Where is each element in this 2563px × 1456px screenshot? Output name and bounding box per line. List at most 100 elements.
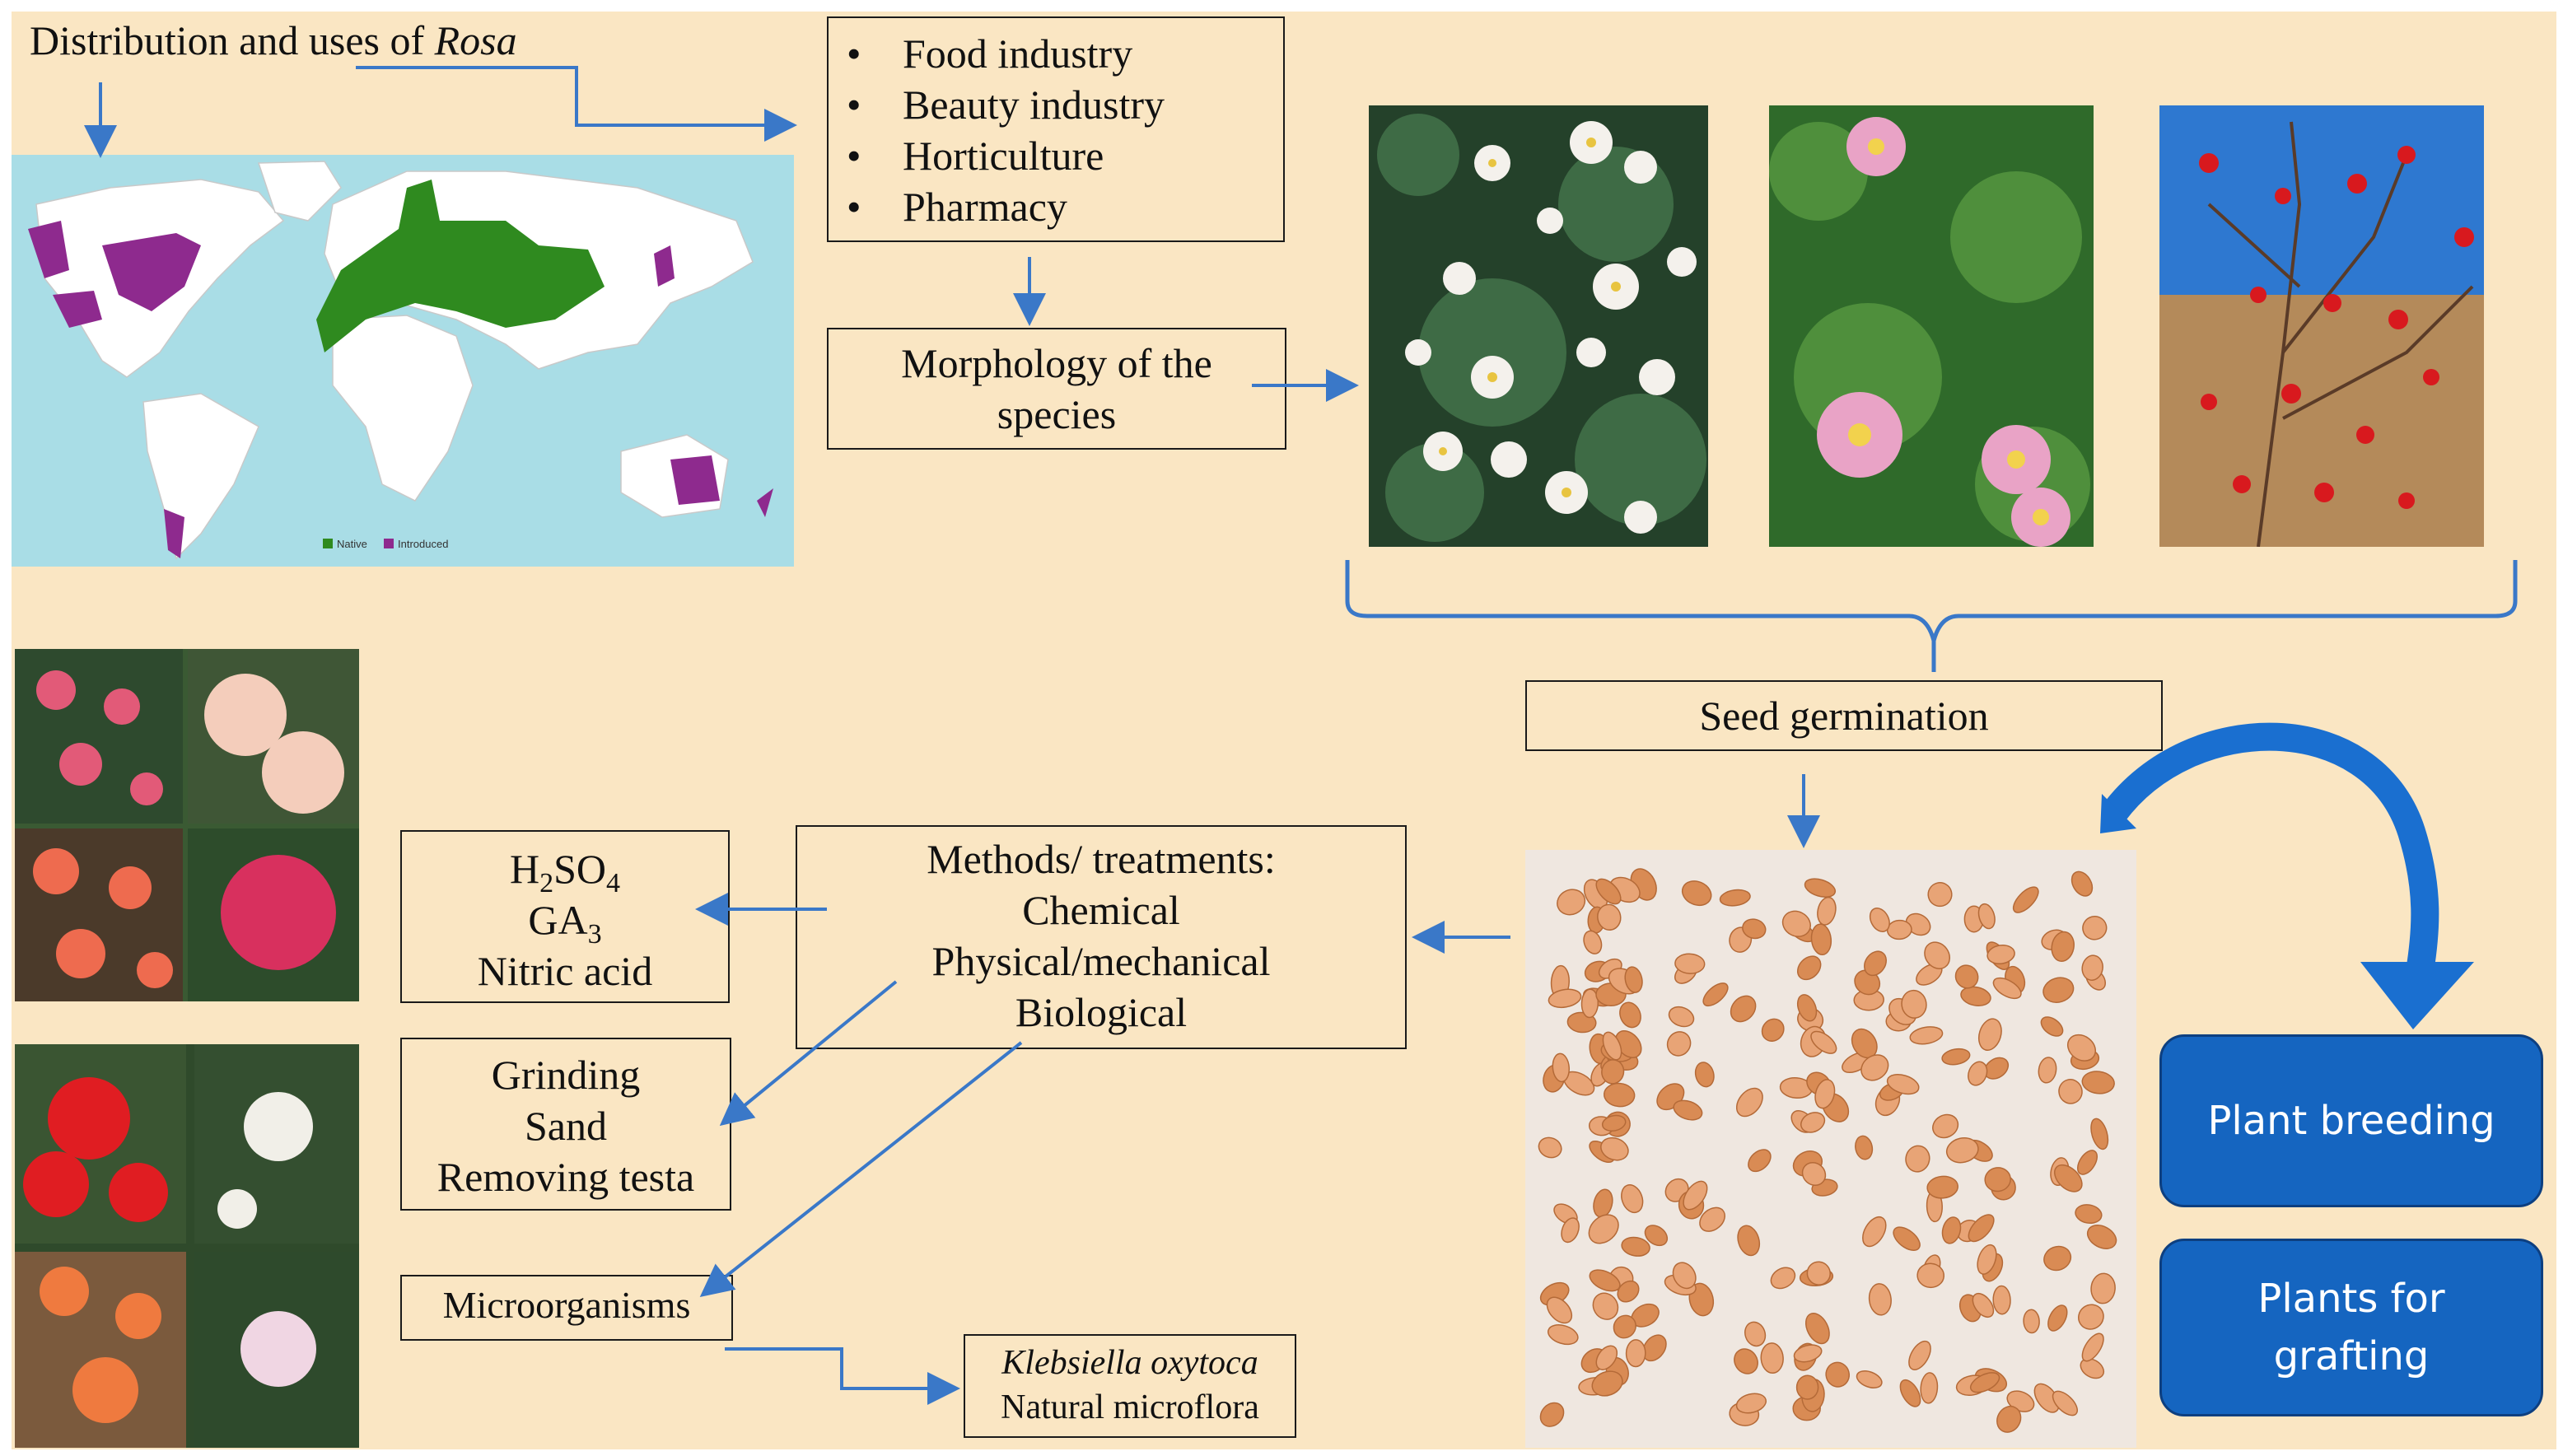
seed (1795, 1374, 1819, 1400)
natural-microflora-label: Natural microflora (1001, 1388, 1259, 1426)
seed (1668, 1006, 1695, 1028)
uses-list: Food industry Beauty industry Horticultu… (829, 28, 1283, 232)
method-chemical: Chemical (1022, 887, 1180, 933)
seed (1804, 878, 1837, 898)
svg-text:Introduced: Introduced (398, 538, 448, 550)
seed (1960, 986, 1991, 1006)
morphology-line: Morphology of the (901, 340, 1212, 386)
seed (1592, 1292, 1619, 1320)
seed (1539, 1402, 1565, 1427)
seed (1977, 1018, 2002, 1051)
arrow-methods-to-microorganisms (699, 1041, 1023, 1297)
methods-box: Methods/ treatments: Chemical Physical/m… (796, 825, 1407, 1049)
seed (1927, 882, 1953, 908)
seed (2023, 1309, 2040, 1334)
grinding-label: Grinding (491, 1052, 641, 1098)
seed (1954, 964, 1979, 989)
seed (1619, 1001, 1641, 1029)
seed (2081, 1071, 2115, 1094)
seed (1699, 1206, 1726, 1232)
seed (1621, 1236, 1650, 1257)
svg-text:Native: Native (337, 538, 367, 550)
seed (1800, 1112, 1826, 1133)
seed (1801, 1161, 1827, 1187)
seed (2082, 916, 2108, 940)
seed (2042, 977, 2075, 1003)
seed (1941, 1216, 1962, 1244)
seed (1825, 1361, 1851, 1388)
seed (1642, 1334, 1667, 1362)
seed (1744, 1321, 1767, 1347)
seed (1969, 1372, 2000, 1393)
photos-brace (1345, 560, 2518, 649)
seed (1920, 1372, 1939, 1404)
arrow-title-to-uses (356, 66, 797, 142)
seed (2053, 1164, 2083, 1192)
photo-grid-top (15, 649, 359, 1001)
seed (1901, 989, 1927, 1019)
seed (1869, 908, 1890, 932)
seed (1583, 930, 1603, 954)
seed (1557, 889, 1586, 916)
use-item: Beauty industry (829, 79, 1283, 130)
h2so4-label: H2SO4 (509, 846, 621, 898)
seed (1924, 941, 1951, 970)
seed (1735, 1087, 1763, 1118)
photo-seeds (1525, 850, 2136, 1448)
seed (1666, 1031, 1692, 1057)
seed (1674, 953, 1706, 974)
seed (2040, 1016, 2064, 1037)
seed (1600, 1136, 1629, 1161)
seed (1860, 1054, 1889, 1081)
photo-grid-bottom (15, 1044, 359, 1448)
seed (1932, 1113, 1959, 1139)
seed (1992, 1285, 2011, 1315)
seed (1996, 1405, 2022, 1433)
figure-title: Distribution and uses of Rosa (30, 17, 517, 63)
seed (1977, 1244, 1997, 1275)
seed (1945, 1136, 1979, 1164)
seed (1810, 1030, 1837, 1054)
seed (1986, 944, 2015, 965)
map-legend: Native Introduced (323, 538, 448, 550)
morphology-box: Morphology of the species (827, 328, 1286, 450)
seed (1548, 988, 1582, 1009)
sand-label: Sand (525, 1103, 607, 1149)
seed (1625, 1339, 1646, 1368)
seed (1617, 1280, 1640, 1303)
seed (1893, 1226, 1921, 1251)
seed (1796, 955, 1822, 981)
seed (1603, 1082, 1636, 1108)
seed (1734, 1348, 1758, 1374)
method-biological: Biological (1015, 989, 1188, 1035)
ga3-label: GA3 (528, 897, 602, 950)
seed (1905, 912, 1931, 936)
seed (1814, 1079, 1836, 1109)
seed (1742, 918, 1767, 940)
removing-testa-label: Removing testa (437, 1154, 695, 1200)
use-item: Food industry (829, 28, 1283, 79)
method-physical: Physical/mechanical (931, 938, 1271, 984)
seed (1864, 950, 1887, 977)
seed (1804, 1313, 1830, 1345)
seed (1810, 923, 1832, 955)
use-item: Horticulture (829, 130, 1283, 181)
seed (2038, 1057, 2057, 1084)
plants-for-grafting-box: Plants for grafting (2159, 1239, 2543, 1416)
methods-heading: Methods/ treatments: (927, 836, 1276, 882)
morphology-line: species (997, 391, 1117, 437)
seed (1561, 1217, 1580, 1244)
seed (1748, 1149, 1772, 1173)
seed (1909, 1026, 1944, 1045)
seed (1977, 903, 1996, 930)
seed (1613, 1314, 1636, 1339)
seed (1781, 910, 1811, 937)
seed (1886, 1074, 1920, 1095)
seed (2047, 1304, 2068, 1332)
seed (1694, 1062, 1715, 1088)
klebsiella-label: Klebsiella oxytoca (1001, 1344, 1258, 1382)
seed (1595, 1345, 1618, 1370)
seed (2070, 870, 2094, 897)
seed (2078, 1304, 2104, 1330)
